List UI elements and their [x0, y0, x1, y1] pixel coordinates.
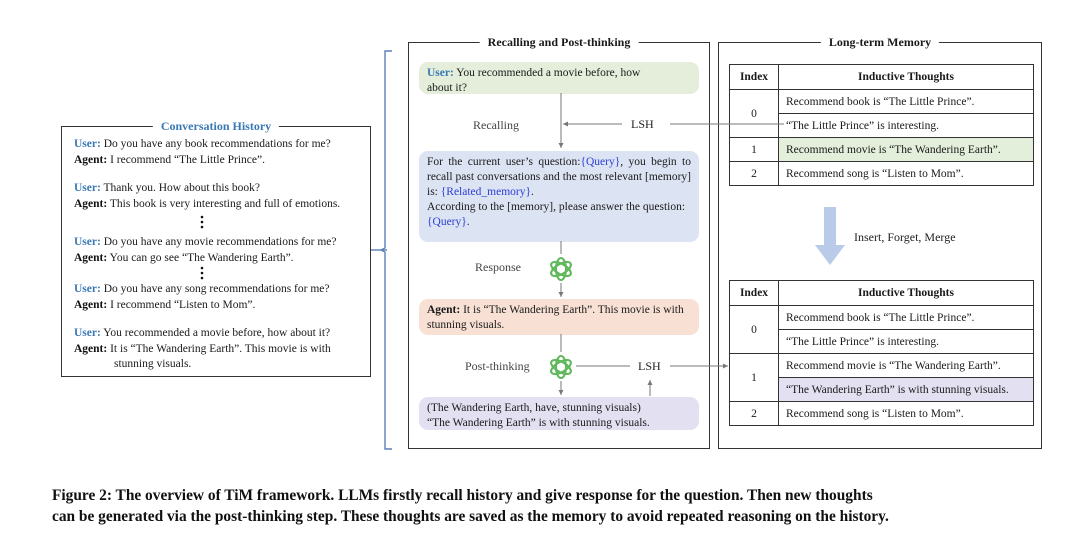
index-cell: 0: [729, 305, 779, 354]
agent-response-bubble: Agent: It is “The Wandering Earth”. This…: [419, 299, 699, 335]
conversation-turn: User: Thank you. How about this book? Ag…: [74, 181, 340, 212]
long-term-memory-title: Long-term Memory: [820, 34, 940, 50]
thought-cell: “The Little Prince” is interesting.: [778, 113, 1034, 138]
thought-cell: Recommend book is “The Little Prince”.: [778, 89, 1034, 114]
bracket-connector: [371, 249, 387, 251]
conversation-turn: User: Do you have any movie recommendati…: [74, 235, 337, 266]
table-row: 0 Recommend book is “The Little Prince”.: [729, 89, 1034, 138]
index-cell: 1: [729, 353, 779, 402]
agent-label: Agent:: [74, 251, 108, 264]
thought-cell: Recommend song is “Listen to Mom”.: [778, 401, 1034, 426]
lsh-label-top: LSH: [631, 117, 654, 131]
table-row: “The Little Prince” is interesting.: [730, 113, 1034, 138]
user-query-line2: about it?: [427, 82, 467, 94]
inductive-thoughts-header: Inductive Thoughts: [778, 280, 1034, 306]
agent-message: It is “The Wandering Earth”. This movie …: [110, 342, 331, 355]
ellipsis-icon: [197, 215, 207, 229]
user-label: User:: [74, 236, 101, 248]
agent-label: Agent:: [74, 342, 108, 355]
thought-cell: Recommend book is “The Little Prince”.: [778, 305, 1034, 330]
recall-prompt-bubble: For the current user’s question:{Query},…: [419, 151, 699, 242]
table-row: 1 Recommend movie is “The Wandering Eart…: [729, 137, 1034, 162]
thought-cell: “The Little Prince” is interesting.: [778, 329, 1034, 354]
recalling-panel: Recalling and Post-thinking User: You re…: [408, 34, 710, 449]
agent-message-continued: stunning visuals.: [114, 358, 192, 370]
agent-label: Agent:: [74, 298, 108, 311]
thought-triple: (The Wandering Earth, have, stunning vis…: [427, 402, 641, 414]
agent-label: Agent:: [74, 197, 108, 210]
table-row: 0 Recommend book is “The Little Prince”.: [729, 305, 1034, 354]
down-arrow-icon: [815, 207, 845, 265]
thought-cell-highlighted: “The Wandering Earth” is with stunning v…: [778, 377, 1034, 402]
user-label: User:: [427, 67, 454, 79]
agent-message: You can go see “The Wandering Earth”.: [109, 251, 294, 264]
user-message: You recommended a movie before, how abou…: [103, 327, 331, 339]
agent-message: I recommend “Listen to Mom”.: [110, 298, 256, 311]
table-row: 2 Recommend song is “Listen to Mom”.: [729, 161, 1034, 186]
agent-label: Agent:: [427, 304, 461, 316]
agent-message: I recommend “The Little Prince”.: [110, 153, 265, 166]
related-memory-variable: {Related_memory}: [440, 186, 531, 198]
table-row: 2 Recommend song is “Listen to Mom”.: [729, 401, 1034, 426]
caption-line-1: Figure 2: The overview of TiM framework.…: [52, 487, 873, 504]
user-message: Do you have any song recommendations for…: [103, 283, 330, 295]
index-cell: 2: [729, 161, 779, 186]
thought-sentence: “The Wandering Earth” is with stunning v…: [427, 417, 650, 429]
agent-label: Agent:: [74, 153, 108, 166]
user-label: User:: [74, 283, 101, 295]
prompt-text: For the current user’s question:: [427, 156, 581, 168]
index-cell: 0: [729, 89, 779, 138]
thought-cell: Recommend song is “Listen to Mom”.: [778, 161, 1034, 186]
conversation-turn: User: Do you have any song recommendatio…: [74, 282, 330, 313]
index-header: Index: [729, 280, 779, 306]
table-header-row: Index Inductive Thoughts: [729, 64, 1034, 90]
user-query-bubble: User: You recommended a movie before, ho…: [419, 62, 699, 94]
prompt-text: , you begin to recall past conversations…: [427, 156, 691, 198]
user-message: Do you have any book recommendations for…: [103, 138, 331, 150]
recalling-label: Recalling: [473, 118, 519, 132]
index-header: Index: [729, 64, 779, 90]
agent-message: This book is very interesting and full o…: [109, 197, 341, 210]
recalling-title: Recalling and Post-thinking: [479, 34, 639, 50]
index-cell: 1: [729, 137, 779, 162]
prompt-text: .: [466, 216, 470, 228]
memory-operations-label: Insert, Forget, Merge: [854, 230, 956, 244]
table-row: 1 Recommend movie is “The Wandering Eart…: [729, 353, 1034, 402]
caption-line-2: can be generated via the post-thinking s…: [52, 508, 889, 525]
user-query-line1: You recommended a movie before, how: [456, 67, 641, 79]
openai-logo-icon: [546, 352, 576, 382]
memory-table-after: Index Inductive Thoughts 0 Recommend boo…: [729, 280, 1034, 426]
user-message: Thank you. How about this book?: [103, 182, 261, 194]
table-row: “The Little Prince” is interesting.: [730, 329, 1034, 354]
user-label: User:: [74, 327, 101, 339]
user-message: Do you have any movie recommendations fo…: [103, 236, 337, 248]
inductive-thoughts-header: Inductive Thoughts: [778, 64, 1034, 90]
query-variable: {Query}: [580, 156, 621, 168]
response-label: Response: [475, 260, 521, 274]
conversation-history-title: Conversation History: [152, 118, 280, 134]
new-thought-bubble: (The Wandering Earth, have, stunning vis…: [419, 397, 699, 430]
user-label: User:: [74, 182, 101, 194]
conversation-turn: User: Do you have any book recommendatio…: [74, 137, 331, 168]
lsh-label-bottom: LSH: [638, 359, 661, 373]
prompt-text: .: [531, 186, 534, 198]
prompt-text: According to the [memory], please answer…: [427, 201, 686, 213]
openai-logo-icon: [546, 254, 576, 284]
post-thinking-label: Post-thinking: [465, 359, 530, 373]
long-term-memory-panel: Long-term Memory Index Inductive Thought…: [718, 34, 1042, 449]
conversation-history-panel: Conversation History User: Do you have a…: [61, 118, 371, 377]
user-label: User:: [74, 138, 101, 150]
index-cell: 2: [729, 401, 779, 426]
table-row: “The Wandering Earth” is with stunning v…: [730, 377, 1034, 402]
memory-table-before: Index Inductive Thoughts 0 Recommend boo…: [729, 64, 1034, 186]
ellipsis-icon: [197, 266, 207, 280]
query-variable: {Query}: [427, 216, 467, 228]
agent-response-text: It is “The Wandering Earth”. This movie …: [427, 304, 684, 331]
thought-cell-highlighted: Recommend movie is “The Wandering Earth”…: [778, 137, 1034, 162]
thought-cell: Recommend movie is “The Wandering Earth”…: [778, 353, 1034, 378]
table-header-row: Index Inductive Thoughts: [729, 280, 1034, 306]
conversation-turn: User: You recommended a movie before, ho…: [74, 326, 331, 373]
figure-caption: Figure 2: The overview of TiM framework.…: [52, 485, 1052, 527]
